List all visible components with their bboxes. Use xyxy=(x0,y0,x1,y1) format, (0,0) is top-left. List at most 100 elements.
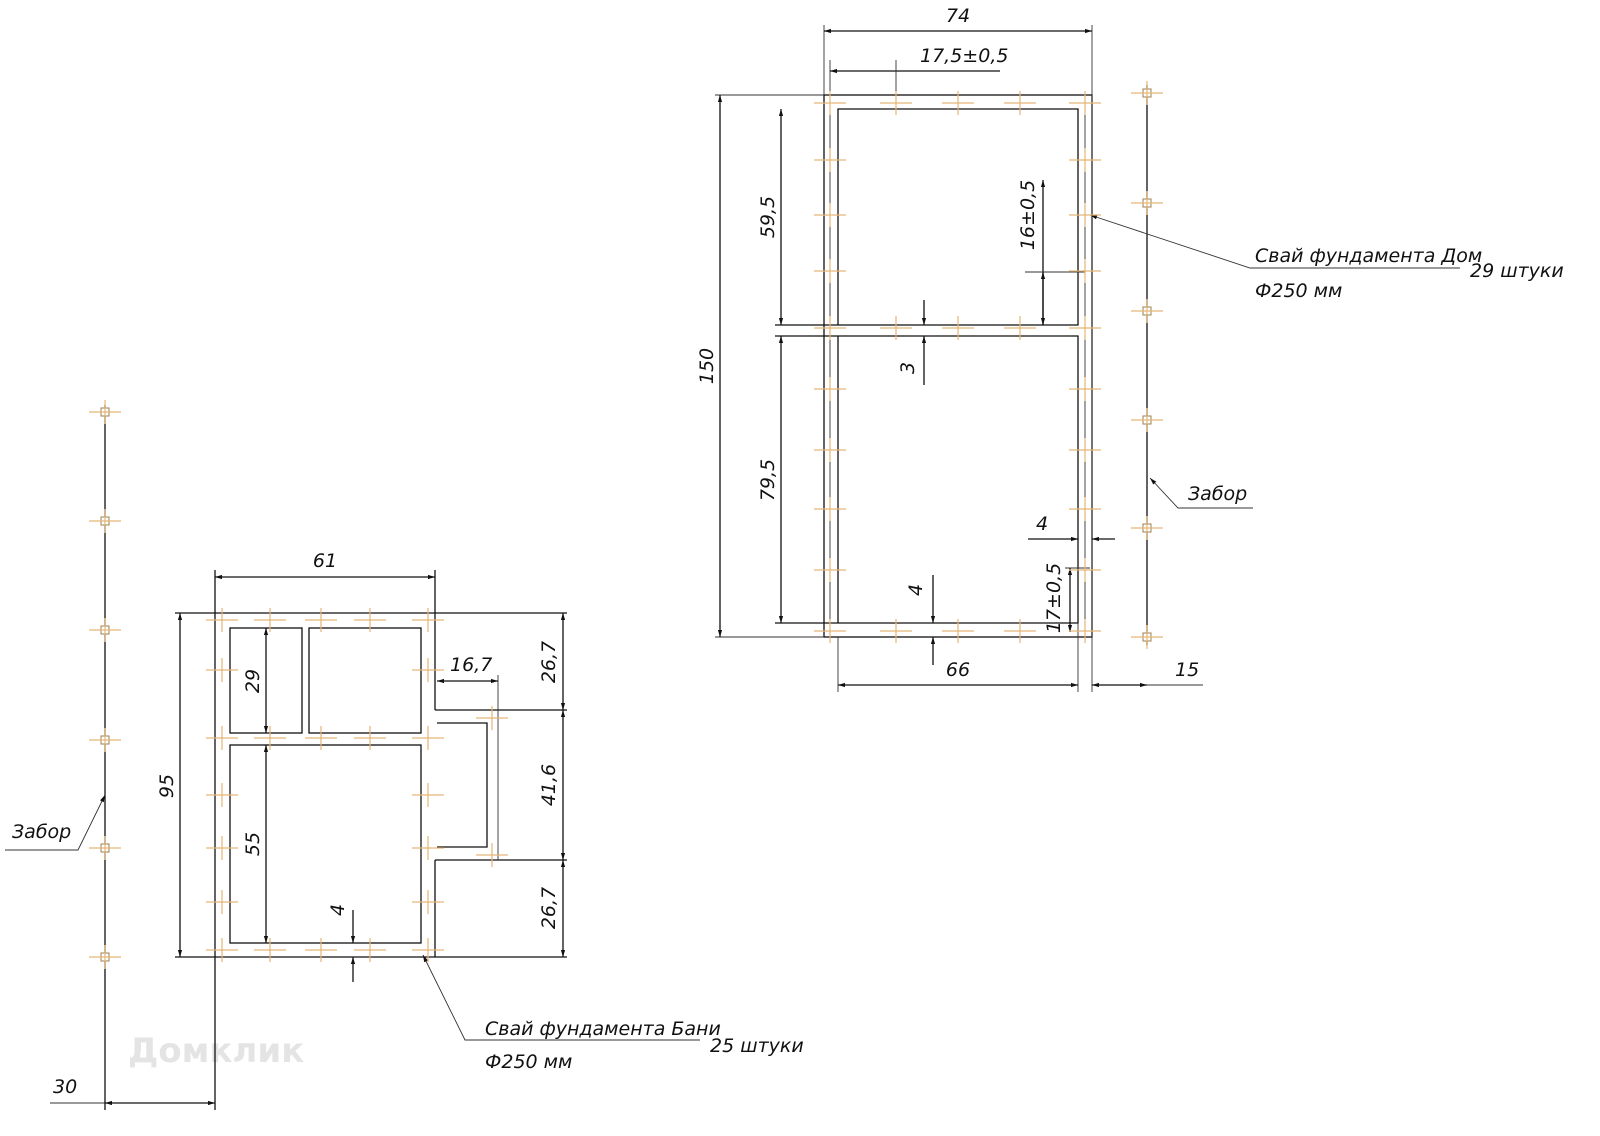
pile-marker xyxy=(206,608,238,632)
dim-house-width: 74 xyxy=(946,5,970,27)
pile-marker xyxy=(814,203,846,227)
pile-marker xyxy=(1069,558,1101,582)
dim-right-top: 26,7 xyxy=(538,641,560,683)
dim-wall-bottom: 4 xyxy=(905,584,927,596)
pile-marker xyxy=(1069,203,1101,227)
pile-marker xyxy=(354,608,386,632)
bath-pile-title: Свай фундамента Бани xyxy=(485,1018,721,1040)
bath-pile-diameter: Ф250 мм xyxy=(485,1051,572,1073)
pile-marker xyxy=(942,316,974,340)
pile-marker xyxy=(814,558,846,582)
pile-marker xyxy=(89,509,121,533)
pile-marker xyxy=(814,497,846,521)
dim-room-large: 55 xyxy=(242,832,264,856)
pile-marker xyxy=(814,316,846,340)
pile-marker xyxy=(412,658,444,682)
dim-annex-width: 16,7 xyxy=(450,654,492,676)
pile-marker xyxy=(1069,438,1101,462)
dim-wall-right: 4 xyxy=(1036,513,1048,535)
pile-marker xyxy=(814,91,846,115)
pile-marker xyxy=(1069,259,1101,283)
pile-marker xyxy=(1131,625,1163,649)
house-pile-diameter: Ф250 мм xyxy=(1255,280,1342,302)
pile-marker xyxy=(880,91,912,115)
pile-marker xyxy=(476,706,508,730)
dim-right-bottom: 26,7 xyxy=(538,887,560,929)
pile-marker xyxy=(942,619,974,643)
pile-marker xyxy=(206,726,238,750)
dim-bath-wall-bottom: 4 xyxy=(327,904,349,916)
dim-room-top: 59,5 xyxy=(757,196,779,238)
house-dimensions: 74 17,5±0,5 150 59,5 79,5 16±0,5 3 4 17±… xyxy=(696,5,1203,688)
pile-marker xyxy=(412,783,444,807)
pile-marker xyxy=(89,400,121,424)
pile-marker xyxy=(880,619,912,643)
pile-marker xyxy=(305,608,337,632)
pile-marker xyxy=(206,783,238,807)
pile-marker xyxy=(1131,191,1163,215)
pile-marker xyxy=(412,608,444,632)
pile-marker xyxy=(476,843,508,867)
pile-marker xyxy=(880,316,912,340)
dim-bath-width: 61 xyxy=(313,550,337,572)
pile-marker xyxy=(814,438,846,462)
house-pile-callout: Свай фундамента Дом 29 штуки Ф250 мм xyxy=(1089,214,1564,302)
pile-marker xyxy=(1004,316,1036,340)
pile-marker xyxy=(814,377,846,401)
pile-marker xyxy=(206,658,238,682)
house-fence: Забор xyxy=(1146,85,1253,645)
pile-marker xyxy=(1131,516,1163,540)
bath-fence: Забор xyxy=(5,405,106,1110)
fence-label-left: Забор xyxy=(12,821,71,843)
pile-marker xyxy=(1004,619,1036,643)
pile-marker xyxy=(1069,497,1101,521)
pile-marker xyxy=(254,938,286,962)
pile-marker xyxy=(1069,377,1101,401)
dim-inner-width: 66 xyxy=(946,659,970,681)
bath-dimensions: 61 95 29 55 4 16,7 26,7 41,6 26,7 30 xyxy=(50,550,566,1106)
pile-marker xyxy=(254,608,286,632)
pile-marker xyxy=(305,726,337,750)
pile-marker xyxy=(206,890,238,914)
dim-bath-fence-gap: 30 xyxy=(53,1076,77,1098)
pile-marker xyxy=(412,890,444,914)
pile-marker xyxy=(814,148,846,172)
dim-house-offset: 17,5±0,5 xyxy=(920,45,1008,67)
pile-marker xyxy=(412,836,444,860)
pile-marker xyxy=(1131,299,1163,323)
pile-marker xyxy=(305,938,337,962)
pile-marker xyxy=(814,619,846,643)
fence-label-right: Забор xyxy=(1188,483,1247,505)
piles xyxy=(89,81,1163,969)
pile-marker xyxy=(1069,148,1101,172)
house-outline xyxy=(715,25,1093,692)
pile-marker xyxy=(206,938,238,962)
pile-marker xyxy=(89,618,121,642)
pile-marker xyxy=(1069,91,1101,115)
pile-marker xyxy=(89,728,121,752)
pile-marker xyxy=(942,91,974,115)
house-pile-count: 29 штуки xyxy=(1470,260,1564,282)
pile-marker xyxy=(412,938,444,962)
dim-pile-offset-right: 16±0,5 xyxy=(1017,180,1039,250)
pile-marker xyxy=(1004,91,1036,115)
dim-right-mid: 41,6 xyxy=(538,764,560,806)
pile-marker xyxy=(89,945,121,969)
dim-room-small: 29 xyxy=(242,669,264,693)
pile-marker xyxy=(1069,619,1101,643)
dim-fence-gap: 15 xyxy=(1175,659,1199,681)
dim-house-height: 150 xyxy=(696,348,718,384)
dim-room-bottom: 79,5 xyxy=(757,459,779,501)
pile-marker xyxy=(254,726,286,750)
dim-bath-height: 95 xyxy=(156,774,178,798)
watermark: Домклик xyxy=(128,1031,304,1071)
pile-marker xyxy=(354,726,386,750)
bath-pile-callout: Свай фундамента Бани 25 штуки Ф250 мм xyxy=(422,954,804,1073)
dim-pile-offset-bottom: 17±0,5 xyxy=(1043,563,1065,633)
pile-marker xyxy=(814,259,846,283)
pile-marker xyxy=(1131,81,1163,105)
house-pile-title: Свай фундамента Дом xyxy=(1255,245,1482,267)
dim-partition: 3 xyxy=(897,362,919,374)
